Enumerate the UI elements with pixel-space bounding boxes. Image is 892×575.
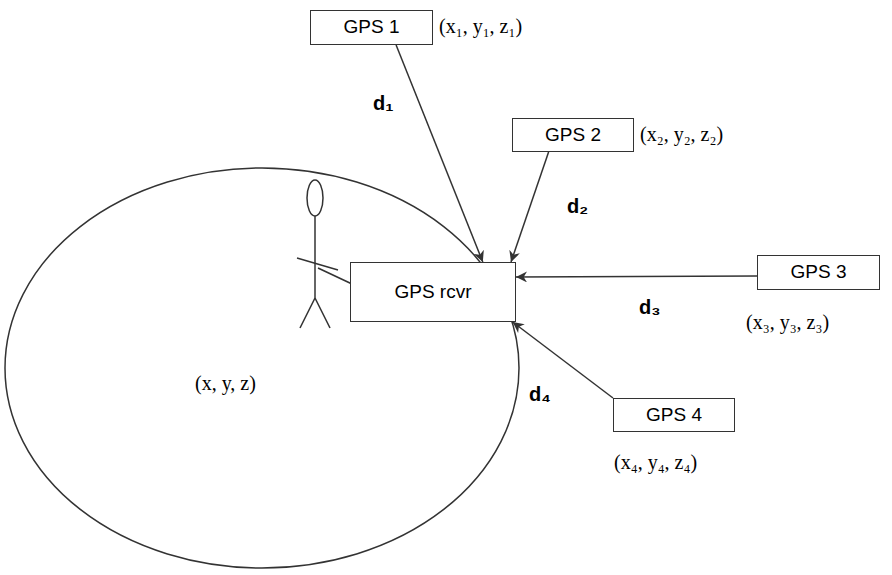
satellite-box: GPS 4(x₄, y₄, z₄)	[613, 398, 735, 432]
person-figure	[297, 180, 352, 328]
person-leg	[300, 298, 315, 328]
satellite-box: GPS 3(x₃, y₃, z₃)	[757, 255, 880, 290]
distance-label: d₁	[372, 92, 395, 114]
coordinate-label: (x₁, y₁, z₁)	[439, 15, 522, 37]
position-label: (x, y, z)	[195, 372, 256, 394]
coordinate-label: (x₂, y₂, z₂)	[640, 123, 723, 145]
box-label: GPS rcvr	[394, 282, 471, 303]
signal-arrow	[516, 276, 757, 277]
signal-arrow	[396, 45, 483, 262]
distance-label: d₄	[528, 383, 552, 405]
distance-label: d₂	[566, 195, 589, 217]
person-body	[314, 216, 316, 298]
receiver-box: GPS rcvr	[350, 262, 516, 322]
person-head	[307, 180, 323, 216]
coordinate-label: (x₃, y₃, z₃)	[746, 311, 829, 333]
box-label: GPS 2	[545, 125, 601, 146]
box-label: GPS 3	[791, 262, 847, 283]
coordinate-label: (x₄, y₄, z₄)	[614, 451, 697, 473]
distance-label: d₃	[638, 296, 661, 318]
earth-circle	[5, 168, 519, 568]
satellite-box: GPS 1(x₁, y₁, z₁)	[310, 10, 433, 45]
box-label: GPS 1	[344, 17, 400, 38]
signal-arrow	[511, 152, 549, 262]
receiver-strap	[318, 268, 352, 284]
person-arms	[297, 258, 338, 270]
satellite-box: GPS 2(x₂, y₂, z₂)	[512, 118, 634, 152]
person-leg	[315, 298, 330, 328]
box-label: GPS 4	[646, 405, 702, 426]
